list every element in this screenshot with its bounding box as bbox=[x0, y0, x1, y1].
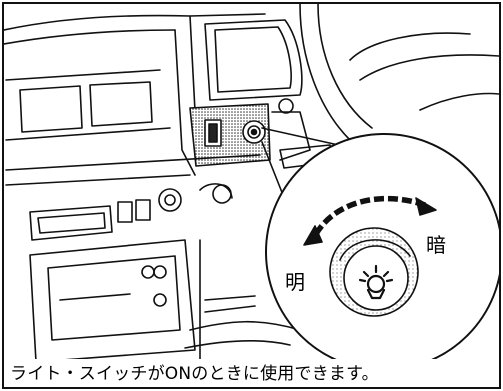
instrument-cluster bbox=[204, 19, 303, 101]
audio-unit bbox=[29, 239, 301, 359]
center-console bbox=[5, 154, 261, 241]
rotation-arrow-icon bbox=[313, 195, 426, 236]
magnified-view bbox=[265, 133, 499, 359]
air-vents bbox=[5, 69, 171, 141]
steering-wheel bbox=[299, 4, 499, 141]
arrow-head-left-icon bbox=[303, 225, 323, 246]
bulb-symbol-icon bbox=[358, 264, 394, 300]
figure-caption: ライト・スイッチがONのときに使用できます。 bbox=[10, 364, 379, 384]
bright-label: 明 bbox=[285, 270, 305, 294]
control-panel bbox=[189, 103, 271, 167]
arrow-head-right-icon bbox=[415, 197, 437, 216]
dark-label: 暗 bbox=[426, 233, 446, 257]
